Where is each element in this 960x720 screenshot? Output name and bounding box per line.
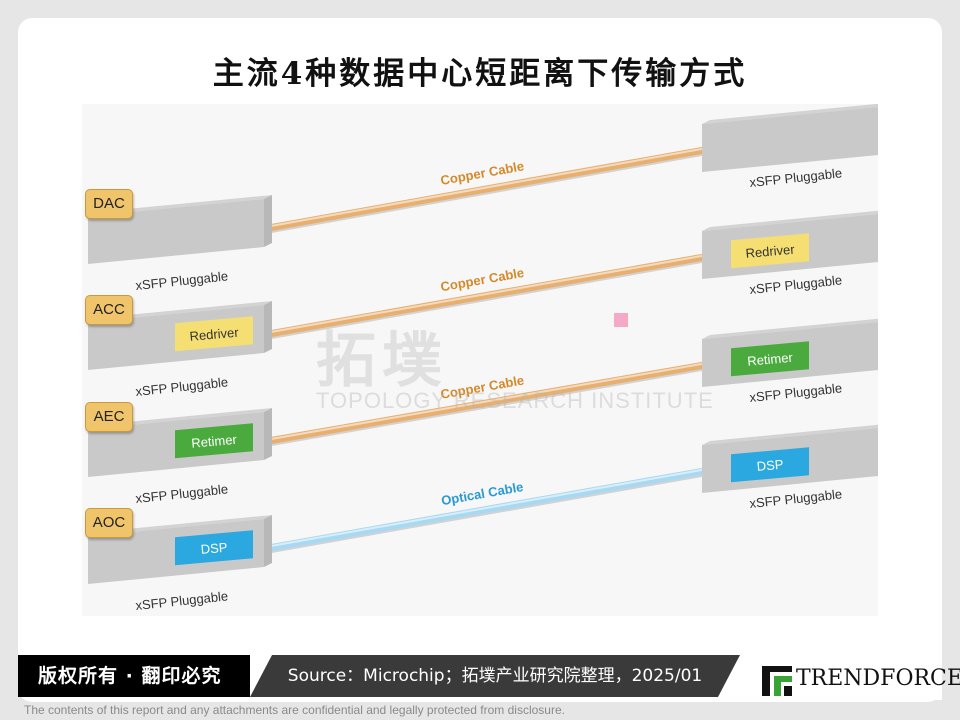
page-title: 主流4种数据中心短距离下传输方式 (212, 56, 748, 92)
rights-banner: 版权所有 · 翻印必究 (18, 655, 250, 697)
pink-marker (614, 313, 628, 327)
trendforce-logo-icon (762, 666, 792, 696)
left-module-2-top (88, 408, 272, 429)
left-chip-1 (175, 316, 253, 352)
right-module-0-front (702, 107, 878, 172)
tag-aoc: AOC (85, 508, 133, 538)
left-chip-3 (175, 530, 253, 566)
left-module-0-top (88, 195, 272, 216)
cable-highlight-2 (263, 362, 703, 442)
right-module-3-top (702, 424, 878, 445)
left-chip-2-label: Retimer (191, 432, 238, 451)
source-banner: Source：Microchip；拓墣产业研究院整理，2025/01 (250, 655, 740, 697)
right-chip-2-label: Retimer (747, 350, 794, 369)
left-chip-1-label: Redriver (189, 325, 240, 344)
right-module-1-top (702, 210, 878, 231)
right-module-2-top (702, 318, 878, 339)
cable-highlight-3 (263, 468, 703, 549)
left-chip-3-label: DSP (200, 540, 228, 557)
cable-highlight-1 (263, 254, 703, 335)
left-module-0-side (264, 195, 272, 247)
left-module-1-top (88, 301, 272, 322)
cable-highlight-0 (263, 147, 703, 229)
tag-acc: ACC (85, 295, 133, 325)
left-chip-2 (175, 423, 253, 459)
right-chip-3-label: DSP (756, 457, 784, 474)
cable-1 (260, 253, 706, 339)
left-module-3-top (88, 515, 272, 536)
cable-2 (260, 361, 706, 446)
right-chip-3 (731, 447, 809, 483)
tag-aec: AEC (85, 402, 133, 432)
left-module-2-side (264, 408, 272, 460)
right-chip-1 (731, 233, 809, 269)
right-module-0-top (702, 104, 878, 124)
left-module-3-side (264, 515, 272, 567)
cable-0 (260, 146, 706, 233)
right-chip-1-label: Redriver (745, 242, 796, 261)
cable-3 (260, 467, 706, 553)
tag-dac: DAC (85, 189, 133, 219)
left-module-1-side (264, 301, 272, 353)
trendforce-logo-text: TRENDFORCE (796, 666, 960, 691)
confidential-disclaimer: The contents of this report and any atta… (24, 703, 565, 717)
right-chip-2 (731, 341, 809, 377)
